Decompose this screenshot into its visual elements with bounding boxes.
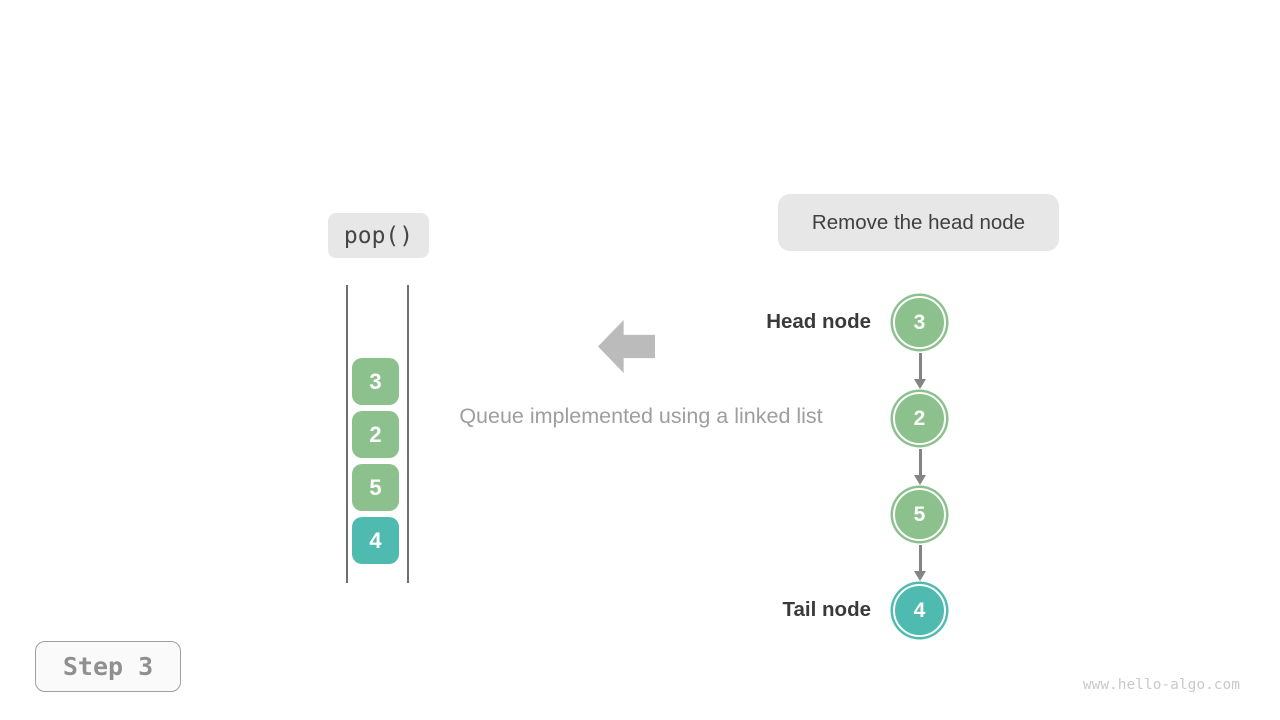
queue-cell-value: 3 (369, 368, 382, 394)
linked-list-node-value: 2 (913, 406, 926, 430)
down-arrow-icon (911, 353, 929, 389)
linked-list-node-value: 3 (913, 310, 926, 334)
queue-cell: 2 (352, 411, 399, 458)
left-block-arrow-icon (598, 320, 655, 373)
down-arrow-icon (911, 449, 929, 485)
queue-right-wall (407, 285, 409, 583)
queue-cell-value: 2 (369, 421, 382, 447)
queue-cell: 4 (352, 517, 399, 564)
queue-cell: 3 (352, 358, 399, 405)
diagram-caption: Queue implemented using a linked list (459, 404, 823, 428)
tail-node-label: Tail node (782, 598, 871, 621)
head-node-label: Head node (766, 310, 871, 333)
linked-list-node: 3 (893, 296, 946, 349)
watermark-text: www.hello-algo.com (1082, 677, 1240, 693)
linked-list-node-value: 4 (913, 598, 926, 622)
arrow-head (914, 475, 926, 485)
arrow-stem (919, 353, 922, 380)
queue-left-wall (346, 285, 348, 583)
queue-cell-value: 4 (369, 527, 382, 553)
remove-head-annotation-badge: Remove the head node (778, 194, 1059, 251)
arrow-head (914, 379, 926, 389)
linked-list-node: 5 (893, 488, 946, 541)
queue-cell: 5 (352, 464, 399, 511)
arrow-head (914, 571, 926, 581)
queue-cell-value: 5 (369, 474, 382, 500)
step-label: Step 3 (62, 652, 154, 681)
remove-head-annotation-label: Remove the head node (811, 210, 1026, 234)
arrow-stem (919, 449, 922, 476)
step-badge: Step 3 (35, 641, 181, 692)
linked-list-node: 2 (893, 392, 946, 445)
pop-operation-badge: pop() (328, 213, 429, 258)
pop-operation-label: pop() (343, 222, 414, 249)
arrow-stem (919, 545, 922, 572)
linked-list-node-value: 5 (913, 502, 926, 526)
down-arrow-icon (911, 545, 929, 581)
linked-list-node: 4 (893, 584, 946, 637)
